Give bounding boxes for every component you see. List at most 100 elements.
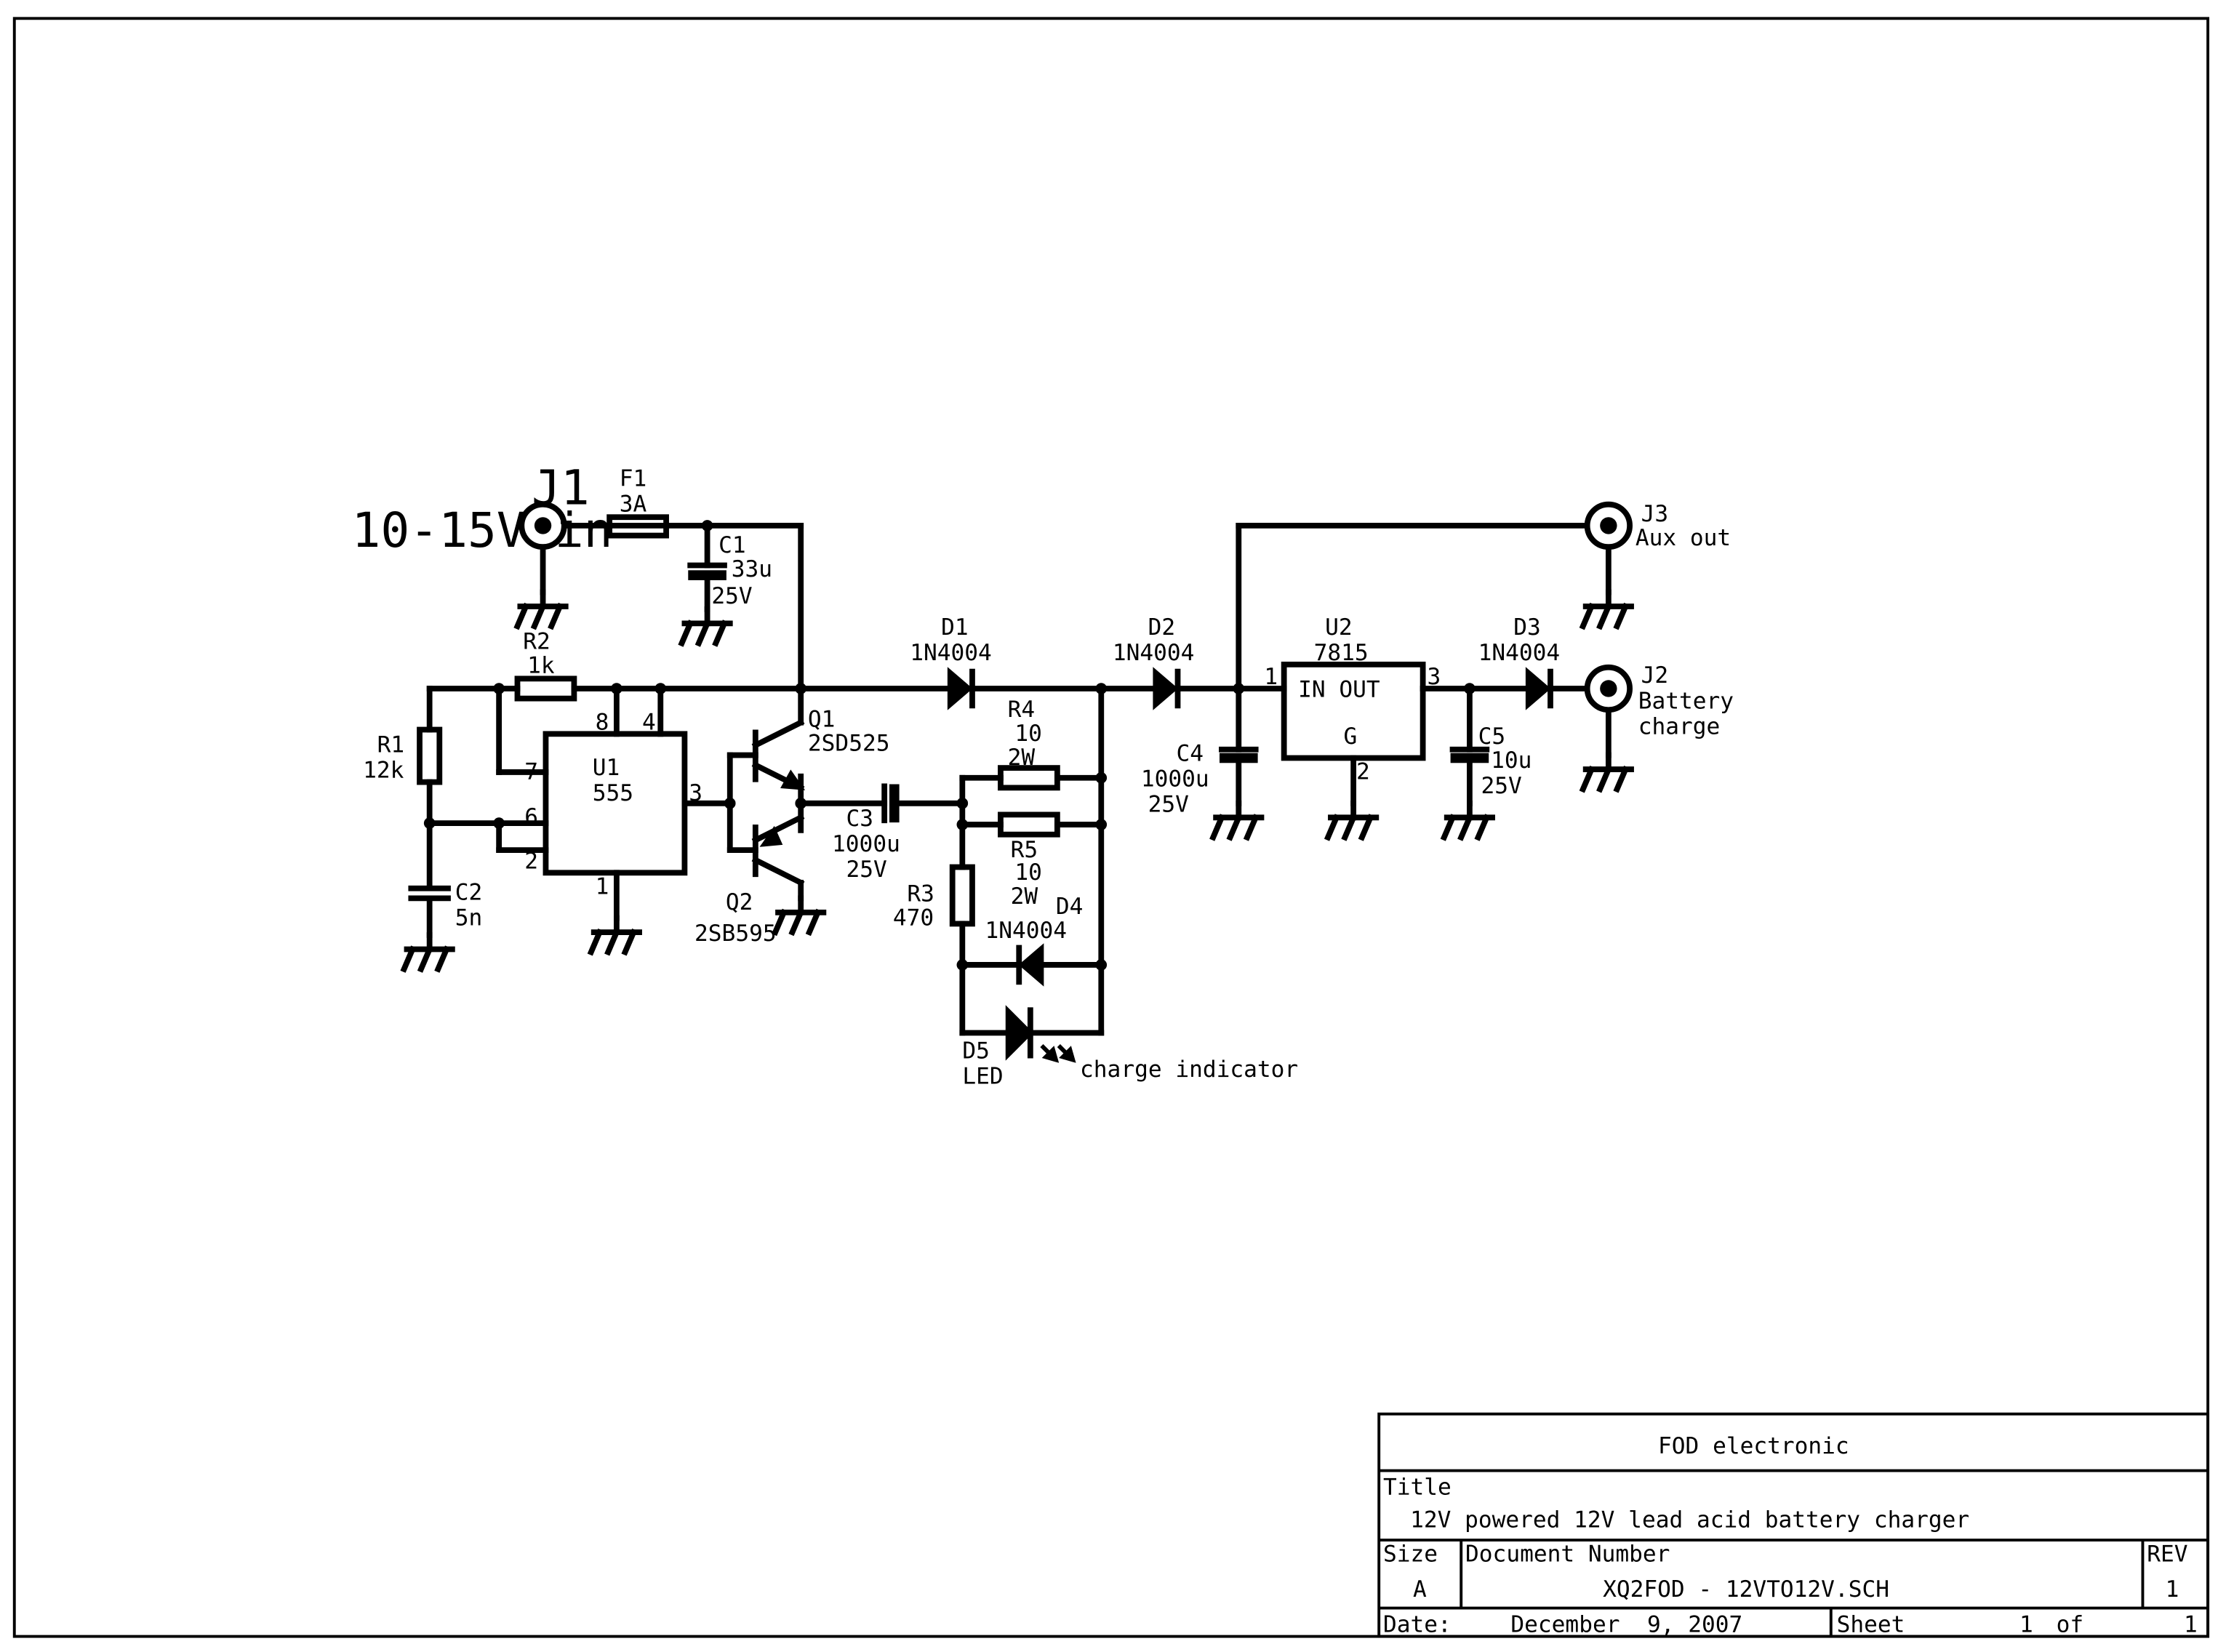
c5-ref: C5 (1478, 723, 1506, 750)
d3-diode: D3 1N4004 (1478, 614, 1561, 710)
u2-pin3: 3 (1427, 664, 1441, 690)
u1-pin2: 2 (524, 848, 538, 874)
d3-ref: D3 (1513, 614, 1541, 641)
u2-g: G (1343, 723, 1357, 750)
tb-rev: 1 (2166, 1576, 2179, 1603)
d5-value: LED (962, 1064, 1003, 1090)
d2-ref: D2 (1148, 614, 1176, 641)
r4-resistor: R4 10 2W (998, 697, 1060, 791)
d4-value: 1N4004 (985, 918, 1068, 944)
u1-pin8: 8 (596, 709, 609, 735)
tb-docnum-label: Document Number (1465, 1541, 1670, 1567)
u2-pin1: 1 (1264, 664, 1278, 690)
j1-label: 10-15V in (352, 502, 613, 558)
tb-date: December 9, 2007 (1510, 1612, 1742, 1638)
q1-ref: Q1 (808, 707, 836, 733)
c5-capacitor: C5 10u 25V (1444, 723, 1532, 838)
c2-ref: C2 (455, 879, 483, 905)
r2-ref: R2 (523, 628, 551, 654)
tb-rev-label: REV (2147, 1541, 2187, 1567)
d4-diode: D4 1N4004 (985, 894, 1083, 987)
r5-value: 10 (1014, 859, 1042, 886)
c1-ref: C1 (718, 532, 746, 558)
u1-value: 555 (593, 780, 633, 806)
u2-ref: U2 (1325, 614, 1353, 641)
d3-value: 1N4004 (1478, 640, 1561, 666)
wires (426, 523, 1612, 1036)
u1-pin6: 6 (524, 804, 538, 830)
q1-value: 2SD525 (808, 731, 890, 757)
c1-value: 33u (732, 556, 772, 582)
u1-ref: U1 (593, 755, 620, 781)
f1-value: 3A (620, 491, 647, 517)
q2-ref: Q2 (726, 889, 753, 915)
j3-ref: J3 (1641, 501, 1669, 527)
u1-ic-555: U1 555 8 4 7 6 2 3 1 (524, 709, 702, 952)
d5-ref: D5 (962, 1038, 990, 1064)
r1-ref: R1 (377, 732, 405, 758)
r1-value: 12k (363, 758, 404, 784)
r5-resistor: R5 10 2W (998, 811, 1060, 910)
c4-capacitor: C4 1000u 25V (1141, 740, 1262, 837)
c3-capacitor: C3 1000u 25V (832, 783, 900, 883)
r2-value: 1k (527, 653, 555, 679)
r2-resistor: R2 1k (514, 628, 577, 702)
d2-diode: D2 1N4004 (1113, 614, 1195, 710)
c3-value: 1000u (832, 831, 900, 857)
u2-value: 7815 (1314, 640, 1369, 666)
c2-capacitor: C2 5n (404, 879, 483, 969)
u1-pin3: 3 (689, 780, 702, 806)
r4-rating: 2W (1008, 745, 1036, 771)
u1-pin1: 1 (596, 874, 609, 900)
r3-value: 470 (893, 905, 934, 931)
q1-transistor: Q1 2SD525 (751, 686, 890, 792)
r3-resistor: R3 470 (893, 864, 975, 931)
q2-transistor: Q2 2SB595 (694, 814, 823, 947)
f1-ref: F1 (620, 465, 647, 492)
tb-size-label: Size (1383, 1541, 1438, 1567)
u1-pin4: 4 (642, 709, 656, 735)
r4-ref: R4 (1008, 697, 1036, 723)
d5-led: D5 LED charge indicator (962, 1005, 1298, 1090)
tb-title-label: Title (1383, 1475, 1452, 1501)
f1-fuse: F1 3A (606, 465, 669, 539)
c4-ref: C4 (1177, 740, 1204, 766)
tb-date-label: Date: (1383, 1612, 1452, 1638)
r1-resistor: R1 12k (363, 726, 443, 785)
tb-size: A (1413, 1576, 1427, 1603)
d1-ref: D1 (941, 614, 969, 641)
tb-sheet-total: 1 (2184, 1612, 2198, 1638)
u2-regulator: U2 7815 IN OUT G 1 3 2 (1264, 614, 1441, 838)
tb-sheet-label: Sheet (1837, 1612, 1905, 1638)
title-block: FOD electronic Title 12V powered 12V lea… (1377, 1412, 2210, 1638)
d1-diode: D1 1N4004 (910, 614, 992, 710)
c1-capacitor: C1 33u 25V (682, 532, 772, 643)
u2-inout: IN OUT (1298, 677, 1380, 703)
d2-value: 1N4004 (1113, 640, 1195, 666)
r5-ref: R5 (1011, 837, 1038, 863)
d5-note: charge indicator (1080, 1056, 1298, 1083)
j2-label1: Battery (1638, 688, 1734, 714)
c3-rating: 25V (846, 857, 887, 883)
c4-value: 1000u (1141, 766, 1209, 792)
c5-rating: 25V (1481, 773, 1521, 799)
j3-label: Aux out (1636, 525, 1731, 551)
tb-sheet-num: 1 (2019, 1612, 2033, 1638)
c1-rating: 25V (711, 583, 752, 609)
u1-pin7: 7 (524, 759, 538, 785)
j3-connector: J3 Aux out (1583, 501, 1731, 626)
q2-value: 2SB595 (694, 921, 777, 947)
r5-rating: 2W (1011, 883, 1038, 910)
sheet-border (12, 17, 2210, 1638)
tb-company: FOD electronic (1658, 1433, 1849, 1459)
j1-ref: J1 (532, 460, 590, 516)
d1-value: 1N4004 (910, 640, 992, 666)
r4-value: 10 (1014, 721, 1042, 747)
c3-ref: C3 (846, 806, 874, 832)
j1-connector: J1 10-15V in (352, 460, 613, 627)
c5-value: 10u (1491, 747, 1532, 774)
r3-ref: R3 (907, 881, 934, 907)
j2-connector: J2 Battery charge (1583, 662, 1734, 789)
tb-sheet-of: of (2057, 1612, 2084, 1638)
